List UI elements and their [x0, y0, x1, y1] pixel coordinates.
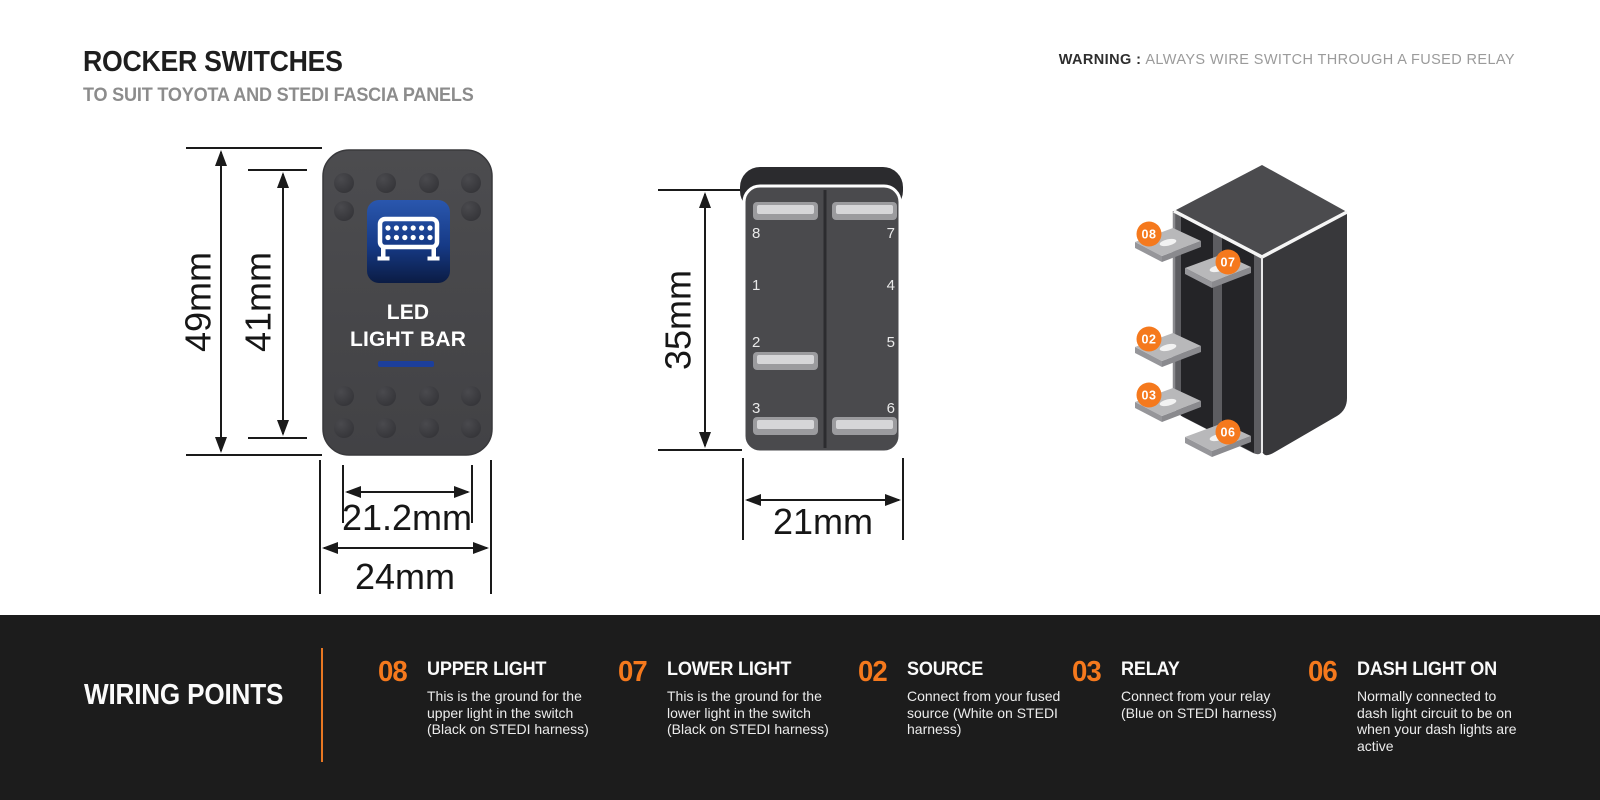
wiring-point-number: 03 [1072, 656, 1102, 688]
dim-49mm: 49mm [180, 252, 219, 352]
warning-label: WARNING : [1058, 52, 1142, 68]
page-subtitle: TO SUIT TOYOTA AND STEDI FASCIA PANELS [83, 85, 474, 106]
svg-text:08: 08 [1142, 228, 1157, 242]
dimension-arrowheads [215, 150, 489, 554]
pin-4: 4 [887, 277, 895, 294]
switch-label-line2: LIGHT BAR [350, 328, 466, 351]
dim-24mm: 24mm [355, 556, 455, 597]
wiring-point-description: This is the ground for the lower light i… [667, 688, 829, 737]
wiring-point-source: 02 SOURCE Connect from your fused source… [858, 656, 1067, 738]
dim-21-2mm: 21.2mm [342, 497, 472, 538]
wiring-point-title: RELAY [1121, 659, 1180, 680]
pin-2: 2 [752, 334, 760, 351]
pin-8: 8 [752, 225, 760, 242]
wiring-point-number: 02 [858, 656, 888, 688]
front-view-diagram: 49mm 41mm 21.2mm 24mm [180, 147, 493, 597]
grip-dots [334, 173, 481, 438]
dimension-arrowheads [699, 192, 901, 506]
dimension-lines [186, 147, 492, 594]
wiring-points-title: WIRING POINTS [84, 679, 284, 711]
pin-5: 5 [887, 334, 895, 351]
wiring-point-number: 06 [1308, 656, 1338, 688]
dim-35mm: 35mm [658, 270, 699, 370]
warning-note: WARNING :ALWAYS WIRE SWITCH THROUGH A FU… [1059, 52, 1515, 68]
wiring-points-bar [0, 615, 1600, 800]
wiring-point-title: UPPER LIGHT [427, 659, 547, 680]
pin-6: 6 [887, 400, 895, 417]
svg-text:07: 07 [1221, 256, 1236, 270]
rocker-switch-front: LED LIGHT BAR [322, 149, 493, 456]
pin-3: 3 [752, 400, 760, 417]
badge-03: 03 [1136, 382, 1162, 408]
warning-text: ALWAYS WIRE SWITCH THROUGH A FUSED RELAY [1145, 52, 1515, 68]
wiring-point-relay: 03 RELAY Connect from your relay (Blue o… [1072, 656, 1336, 721]
terminals [753, 202, 897, 435]
pin-numbers: 8 1 2 3 7 4 5 6 [752, 225, 895, 417]
badge-07: 07 [1215, 249, 1241, 275]
wiring-point-description: This is the ground for the upper light i… [427, 688, 589, 737]
wiring-point-upper-light: 08 UPPER LIGHT This is the ground for th… [378, 656, 642, 738]
wiring-point-dash-light: 06 DASH LIGHT ON Normally connected to d… [1308, 656, 1537, 754]
isometric-switch-view: 08 07 02 03 06 [1135, 165, 1348, 457]
switch-body-3d [1172, 165, 1348, 456]
wiring-point-title: SOURCE [907, 659, 984, 680]
wiring-point-title: DASH LIGHT ON [1357, 659, 1497, 680]
svg-text:06: 06 [1221, 426, 1236, 440]
indicator-bar [378, 361, 434, 367]
switch-label-line1: LED [387, 301, 430, 324]
dimension-lines [658, 189, 904, 540]
pin-view-diagram: 35mm 21mm [658, 167, 904, 542]
badge-02: 02 [1136, 326, 1162, 352]
wiring-point-number: 07 [618, 656, 648, 688]
wiring-point-number: 08 [378, 656, 408, 688]
badge-06: 06 [1215, 419, 1241, 445]
dim-41mm: 41mm [238, 252, 279, 352]
rocker-switch-underside: 8 1 2 3 7 4 5 6 [740, 167, 903, 454]
wiring-point-description: Connect from your fused source (White on… [907, 688, 1061, 737]
pin-7: 7 [887, 225, 895, 242]
svg-text:02: 02 [1142, 333, 1157, 347]
wiring-point-description: Connect from your relay (Blue on STEDI h… [1121, 688, 1277, 721]
dim-21mm: 21mm [773, 501, 873, 542]
svg-text:03: 03 [1142, 389, 1157, 403]
badge-08: 08 [1136, 221, 1162, 247]
wiring-point-lower-light: 07 LOWER LIGHT This is the ground for th… [618, 656, 882, 738]
orange-divider [321, 648, 323, 762]
terminal-badges: 08 07 02 03 06 [1136, 221, 1241, 445]
wiring-point-description: Normally connected to dash light circuit… [1357, 688, 1517, 754]
led-light-bar-icon [367, 200, 450, 283]
pin-1: 1 [752, 277, 760, 294]
wiring-point-title: LOWER LIGHT [667, 659, 792, 680]
page-title: ROCKER SWITCHES [83, 46, 343, 78]
